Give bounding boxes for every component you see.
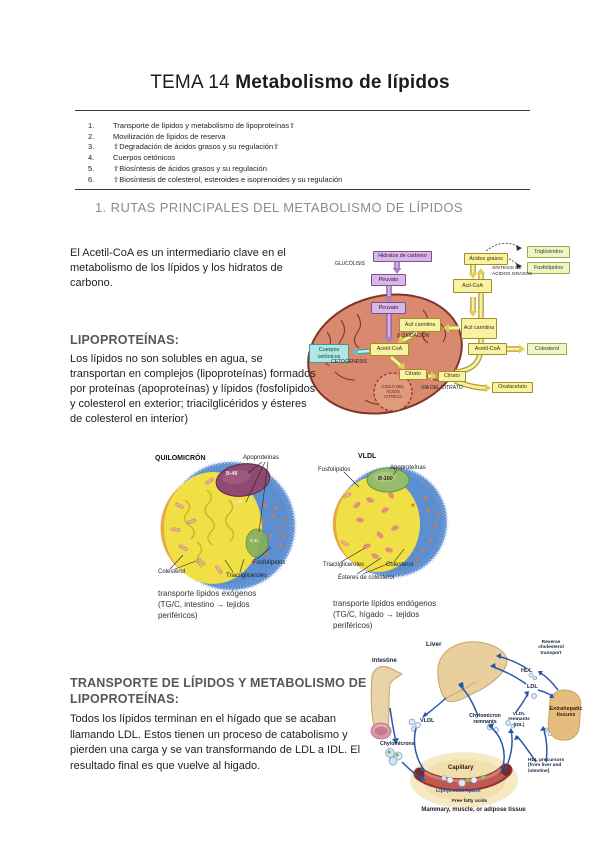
ketogenesis-arrow [352, 347, 370, 357]
label-free-fatty-acids: Free fatty acids [452, 799, 488, 804]
label-sintesis-acidos-grasos: SÍNTESIS DE ÁCIDOS GRASOS [492, 266, 533, 277]
chylomicron-pointer-lines [169, 461, 272, 573]
cholesterol-rods [170, 477, 223, 574]
label-vldl: VLDL [420, 718, 435, 724]
phospholipid-dots-vldl [411, 496, 440, 562]
label-b100: B-100 [378, 476, 393, 482]
label-triacilgliceroles-chylo: Triacilgliceroles [226, 573, 268, 579]
node-piruvato-mitocondria: Piruvato [371, 302, 406, 314]
label-c2: C-II [250, 539, 258, 544]
label-hdl-precursors: HDL precursors [from liver and intestine… [528, 758, 565, 774]
lipoprotein-cycle-figure [370, 641, 582, 808]
vldl-caption: transporte lípidos endógenos (TG/C, híga… [333, 599, 437, 630]
toc-item: 1.Transporte de lípidos y metabolismo de… [88, 121, 296, 130]
chylomicron-title: QUILOMICRÓN [155, 455, 206, 462]
label-liver: Liver [426, 641, 442, 648]
node-trigliceridos: Triglicéridos [527, 246, 570, 258]
node-acil-carnitina-fuera: Acil carnitina [461, 318, 497, 339]
node-acetil-coa-mitocondria: Acetil-CoA [370, 343, 409, 356]
citric-acid-cycle-circle [373, 372, 413, 412]
label-chylomicrons: Chylomicrons [380, 741, 415, 747]
chylomicron-caption: transporte lípidos exógenos (TG/C, intes… [158, 589, 257, 620]
node-hidratos-carbono: Hidratos de carbono [373, 251, 432, 262]
toc-list: 1.Transporte de lípidos y metabolismo de… [88, 121, 342, 185]
label-ciclo-acido-citrico: CICLO DEL ÁCIDO CÍTRICO [381, 384, 405, 400]
node-fosfolipidos: Fosfolípidos [527, 262, 570, 274]
toc-item: 3.⇧Degradación de ácidos grasos y su reg… [88, 142, 280, 152]
page-title: TEMA 14 Metabolismo de lípidos [0, 72, 600, 94]
label-extrahepatic: Extrahepatic tissues [549, 706, 583, 719]
label-c3: C-III [233, 500, 243, 505]
label-fosfolipidos-chylo: Fosfolípidos [253, 560, 286, 566]
label-beta-oxidacion: β OXIDACIÓN [397, 333, 430, 339]
label-ldl: LDL [527, 684, 538, 690]
label-intestine: Intestine [372, 658, 397, 664]
node-acetil-coa-citosol: Acetil-CoA [468, 343, 507, 355]
lipoproteinas-paragraph: Los lípidos no son solubles en agua, se … [70, 353, 316, 425]
page-title-prefix: TEMA 14 [150, 72, 236, 93]
glycolysis-arrows [384, 262, 402, 343]
label-vldl-remnants: VLDL remnants (IDL) [508, 712, 530, 728]
label-mammary-tissue: Mammary, muscle, or adipose tissue [421, 807, 526, 813]
toc-item: 4.Cuerpos cetónicos [88, 153, 176, 163]
node-colesterol: Colesterol [527, 343, 567, 355]
label-reverse-cholesterol: Reverse cholesterol transport [538, 640, 564, 656]
extrahepatic-shape [547, 689, 582, 741]
node-acil-carnitina-dentro: Acil carnitina [399, 318, 441, 332]
intestine-shape [370, 665, 403, 740]
toc-item: 6.⇧Biosíntesis de colesterol, esteroides… [88, 174, 343, 184]
node-citrato-fuera: Citrato [438, 371, 466, 382]
label-glucolisis: GLUCÓLISIS [335, 261, 366, 267]
transporte-heading: TRANSPORTE DE LÍPIDOS Y METABOLISMO DE L… [70, 676, 367, 706]
phospholipid-dots [251, 503, 287, 564]
label-colesterol-chylo: Colesterol [158, 569, 186, 575]
lipoproteinas-heading: LIPOPROTEÍNAS: [70, 333, 180, 347]
node-acidos-grasos: Ácidos grasos [464, 253, 508, 265]
liver-shape [437, 641, 508, 703]
node-oxalacetato: Oxalacetato [492, 382, 533, 393]
label-colesterol-vldl: Colesterol [386, 562, 414, 568]
cycle-arrowheads [392, 653, 554, 781]
node-piruvato-citosol: Piruvato [371, 274, 406, 286]
vldl-pointer-lines [340, 469, 405, 575]
vldl-title: VLDL [358, 453, 377, 460]
intro-paragraph: El Acetil-CoA es un intermediario clave … [70, 247, 286, 289]
vldl-sphere [332, 465, 449, 579]
node-cuerpos-cetonicos: Cuerpos cetónicos [309, 344, 349, 363]
divider-top [75, 110, 530, 111]
label-triacilgliceroles-vldl: Triacilgliceroles [323, 562, 365, 568]
node-acil-coa: Acil-CoA [453, 279, 492, 293]
label-b48: B-48 [226, 471, 238, 477]
section-heading: 1. RUTAS PRINCIPALES DEL METABOLISMO DE … [95, 200, 463, 215]
lipoprotein-spheres-figure [160, 460, 449, 592]
label-apoproteinas-vldl: Apoproteínas [390, 465, 426, 471]
label-capillary: Capillary [448, 765, 474, 771]
label-cetogenesis: CETOGÉNESIS [331, 359, 368, 365]
ester-patches [353, 491, 399, 559]
transporte-paragraph: Todos los lípidos terminan en el hígado … [70, 713, 361, 772]
label-fosfolipidos-vldl: Fosfolípidos [318, 467, 351, 473]
label-apoproteinas-chylo: Apoproteínas [243, 455, 279, 461]
label-lipoprotein-lipase: Lipoprotein lipase [436, 788, 481, 794]
label-chylomicron-remnants: Chylomicron remnants [469, 713, 501, 725]
label-hdl: HDL [521, 668, 533, 674]
label-via-citrato: VIA DEL CITRATO [421, 385, 463, 391]
node-citrato-dentro: Citrato [399, 369, 427, 380]
toc-item: 2.Movilización de lípidos de reserva [88, 131, 226, 141]
divider-list [75, 189, 530, 190]
chylomicron-sphere [160, 460, 297, 592]
page-title-main: Metabolismo de lípidos [235, 72, 450, 93]
label-esteres-colesterol: Ésteres de colesterol [338, 575, 395, 581]
toc-item: 5.⇧Biosíntesis de ácidos grasos y su reg… [88, 163, 267, 173]
